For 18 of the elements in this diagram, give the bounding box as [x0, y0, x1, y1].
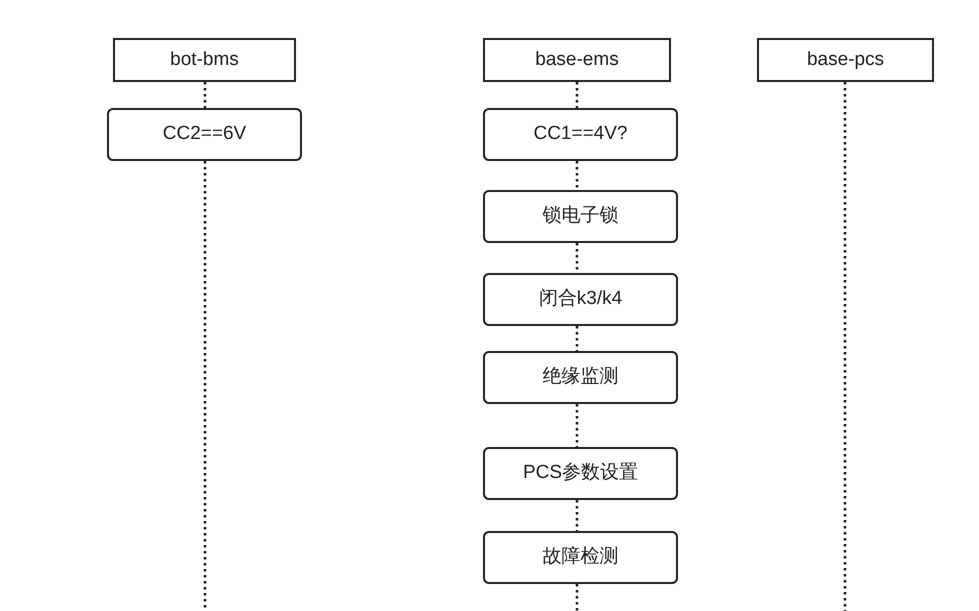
activity-box: 锁电子锁: [483, 190, 678, 243]
activity-box: 闭合k3/k4: [483, 273, 678, 326]
participant-box: base-ems: [483, 38, 671, 82]
participant-box: base-pcs: [757, 38, 934, 82]
lifeline: [576, 82, 578, 108]
lifeline: [576, 584, 578, 611]
lifeline: [576, 404, 578, 447]
lifeline: [204, 82, 206, 108]
activity-box: CC1==4V?: [483, 108, 678, 161]
participant-box: bot-bms: [113, 38, 296, 82]
activity-box: CC2==6V: [107, 108, 302, 161]
lifeline: [576, 500, 578, 531]
lifeline: [844, 82, 846, 611]
activity-box: 故障检测: [483, 531, 678, 584]
activity-box: 绝缘监测: [483, 351, 678, 404]
lifeline: [576, 326, 578, 351]
lifeline: [576, 161, 578, 190]
activity-box: PCS参数设置: [483, 447, 678, 500]
